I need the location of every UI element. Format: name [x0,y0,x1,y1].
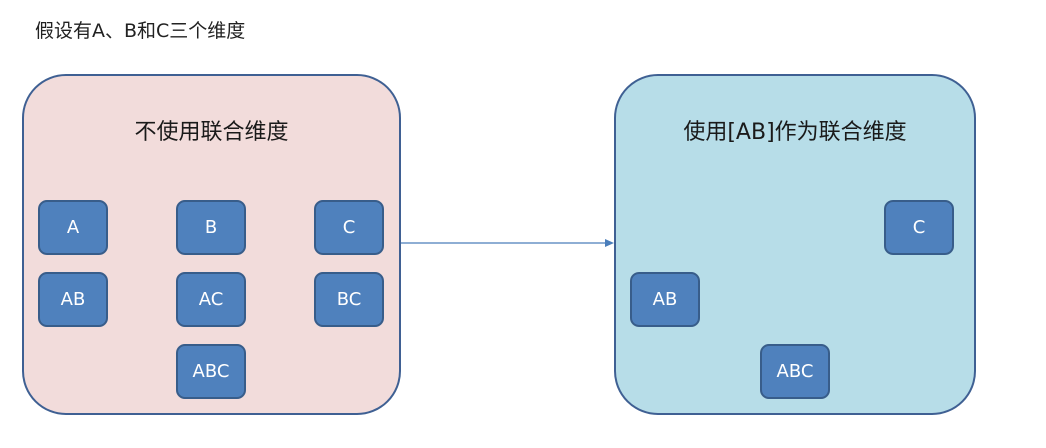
dimension-box-a: A [38,200,108,255]
joint-box-abc: ABC [760,344,830,399]
dimension-box-ab: AB [38,272,108,327]
with-joint-dimension-panel: 使用[AB]作为联合维度 C AB ABC [614,74,976,415]
dimension-box-ac: AC [176,272,246,327]
dimension-box-c: C [314,200,384,255]
without-joint-dimension-title: 不使用联合维度 [134,120,289,145]
dimension-box-bc: BC [314,272,384,327]
with-joint-dimension-title: 使用[AB]作为联合维度 [683,120,907,145]
joint-box-ab: AB [630,272,700,327]
diagram-heading: 假设有A、B和C三个维度 [35,20,246,42]
arrow-head-icon [605,239,614,247]
dimension-box-b: B [176,200,246,255]
dimension-box-abc: ABC [176,344,246,399]
without-joint-dimension-panel: 不使用联合维度 A B C AB AC BC ABC [22,74,401,415]
joint-box-c: C [884,200,954,255]
